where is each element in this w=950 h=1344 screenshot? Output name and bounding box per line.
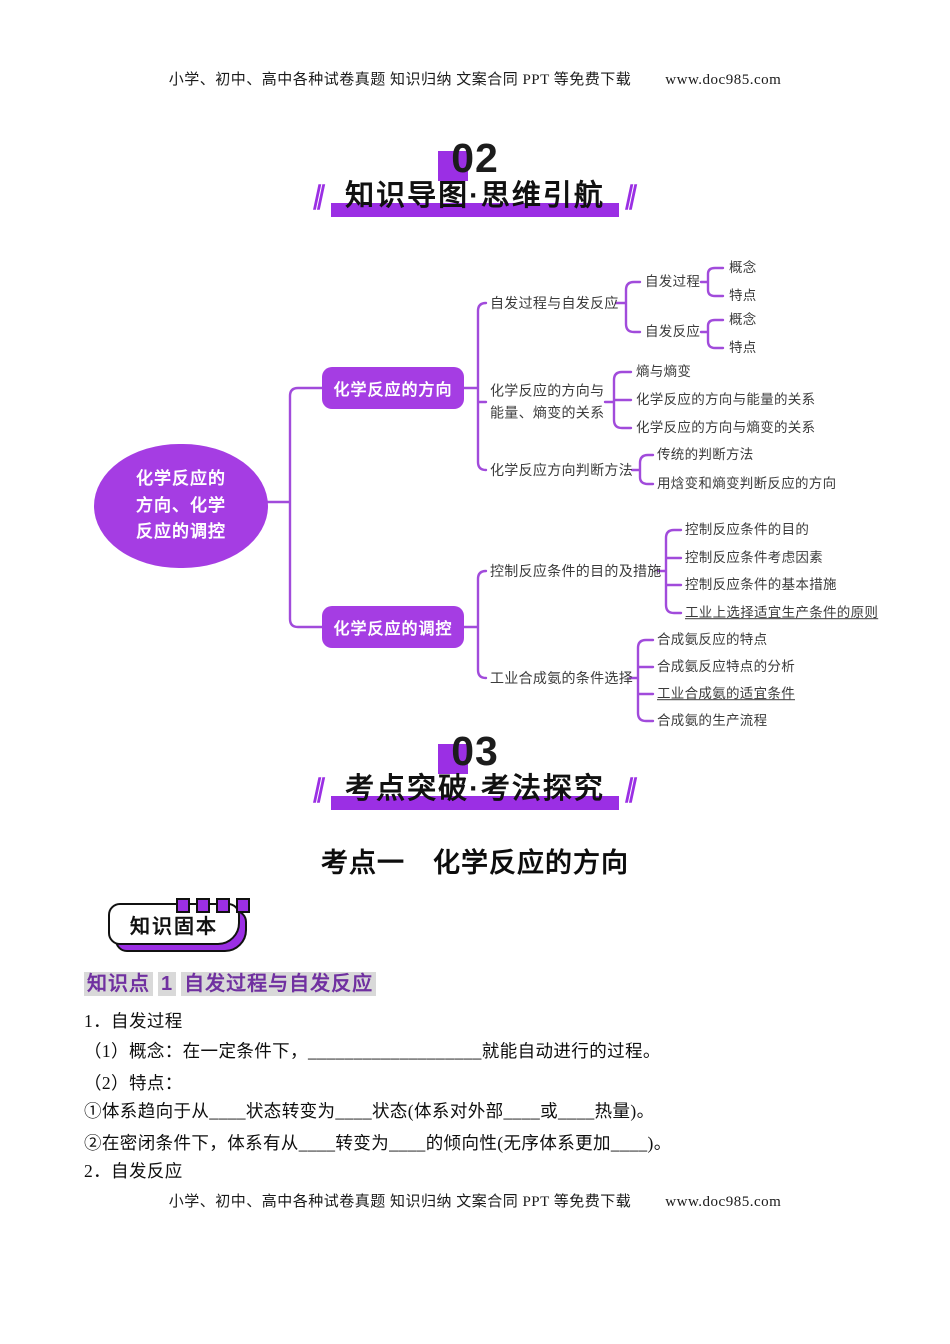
connector-zfgc-brace [699,266,725,298]
section-number: 03 [451,728,499,774]
mindmap-label-gy: 工业合成氨的条件选择 [490,669,633,686]
connector-zffy-brace [699,318,725,350]
body-line-1: 1．自发过程 [84,1011,183,1031]
mindmap-label-ys: 控制反应条件考虑因素 [685,550,823,566]
section-03-title: 考点突破·考法探究 [331,773,619,810]
kp-title: 自发过程与自发反应 [181,972,377,996]
mindmap-label-td1: 特点 [729,288,757,304]
connector-kz-brace [656,528,683,615]
double-slash-icon: ∥ [309,775,329,804]
mindmap-label-sy: 工业合成氨的适宜条件 [657,686,795,702]
header-text: 小学、初中、高中各种试卷真题 知识归纳 文案合同 PPT 等免费下载 [168,72,632,88]
knowledge-badge: 知识固本 [108,898,250,952]
double-slash-icon: ∥ [621,775,641,804]
mindmap-label-nlgx: 化学反应的方向与能量的关系 [636,392,816,408]
mindmap-label-gn2: 概念 [729,312,757,328]
section-02-number-block: 02 [438,135,499,181]
clip-square-icon [236,898,250,913]
page-footer: 小学、初中、高中各种试卷真题 知识归纳 文案合同 PPT 等免费下载 www.do… [0,1190,950,1211]
topic-heading: 考点一 化学反应的方向 [321,848,629,878]
mindmap-label-sbgx: 化学反应的方向与熵变的关系 [636,420,816,436]
connector-pd-brace [630,453,655,486]
mindmap-label-cs: 控制反应条件的基本措施 [685,577,837,593]
mindmap-label-ct: 传统的判断方法 [657,447,754,463]
body-line-5: ②在密闭条件下，体系有从____转变为____的倾向性(无序体系更加____)。 [84,1133,672,1153]
mindmap-label-fx: 合成氨反应特点的分析 [657,659,795,675]
footer-url: www.doc985.com [665,1194,782,1210]
kp-label: 知识点 [84,972,153,996]
connector-gy-brace [628,638,655,723]
connector-branch1-brace [462,301,488,472]
footer-text: 小学、初中、高中各种试卷真题 知识归纳 文案合同 PPT 等免费下载 [168,1194,632,1210]
connector-nl-brace [603,370,633,430]
section-03-number-block: 03 [438,728,499,774]
mindmap-branch-control: 化学反应的调控 [322,606,464,648]
section-03-title-row: ∥ 考点突破·考法探究 ∥ [0,773,950,810]
mindmap-label-zffy: 自发反应 [645,324,701,340]
mindmap-label-gn1: 概念 [729,260,757,276]
section-number: 02 [451,135,499,181]
mindmap-label-lc: 合成氨的生产流程 [657,713,768,729]
body-line-4: ①体系趋向于从____状态转变为____状态(体系对外部____或____热量)… [84,1101,655,1121]
connector-branch2-brace [462,569,488,680]
connector-zf-brace [614,280,642,334]
body-line-6: 2．自发反应 [84,1161,183,1181]
badge-box: 知识固本 [108,898,250,945]
body-line-3: （2）特点： [84,1073,183,1093]
section-02-title: 知识导图·思维引航 [331,180,619,217]
mindmap-label-td: 合成氨反应的特点 [657,632,768,648]
mindmap-label-pd: 化学反应方向判断方法 [490,461,633,478]
mindmap-label-sbs: 熵与熵变 [636,364,692,380]
purple-square-icon [438,744,469,774]
section-02-header: 02 ∥ 知识导图·思维引航 ∥ [0,135,950,217]
badge-label: 知识固本 [130,915,218,938]
mindmap-label-nl: 化学反应的方向与 能量、熵变的关系 [490,382,605,421]
clip-square-icon [176,898,190,913]
mindmap-root-node: 化学反应的 方向、化学 反应的调控 [94,444,268,568]
section-02-title-row: ∥ 知识导图·思维引航 ∥ [0,180,950,217]
kp-number: 1 [158,972,177,996]
mindmap-label-yz: 工业上选择适宜生产条件的原则 [685,605,879,621]
header-url: www.doc985.com [665,72,782,88]
page-header: 小学、初中、高中各种试卷真题 知识归纳 文案合同 PPT 等免费下载 www.do… [0,68,950,89]
mindmap-label-td2: 特点 [729,340,757,356]
connector-root-trunk [264,386,324,629]
section-03-header: 03 ∥ 考点突破·考法探究 ∥ [0,728,950,810]
clip-square-icon [196,898,210,913]
body-line-2: （1）概念：在一定条件下，___________________就能自动进行的过… [84,1041,661,1061]
purple-square-icon [438,151,469,181]
mindmap-label-hs: 用焓变和熵变判断反应的方向 [657,476,837,492]
mindmap-label-kz: 控制反应条件的目的及措施 [490,562,662,579]
mindmap-label-zf: 自发过程与自发反应 [490,294,619,311]
mindmap-label-md: 控制反应条件的目的 [685,522,810,538]
clip-square-icon [216,898,230,913]
badge-clips-icon [176,898,250,913]
mindmap-branch-direction: 化学反应的方向 [322,367,464,409]
mindmap-label-zfgc: 自发过程 [645,274,701,290]
